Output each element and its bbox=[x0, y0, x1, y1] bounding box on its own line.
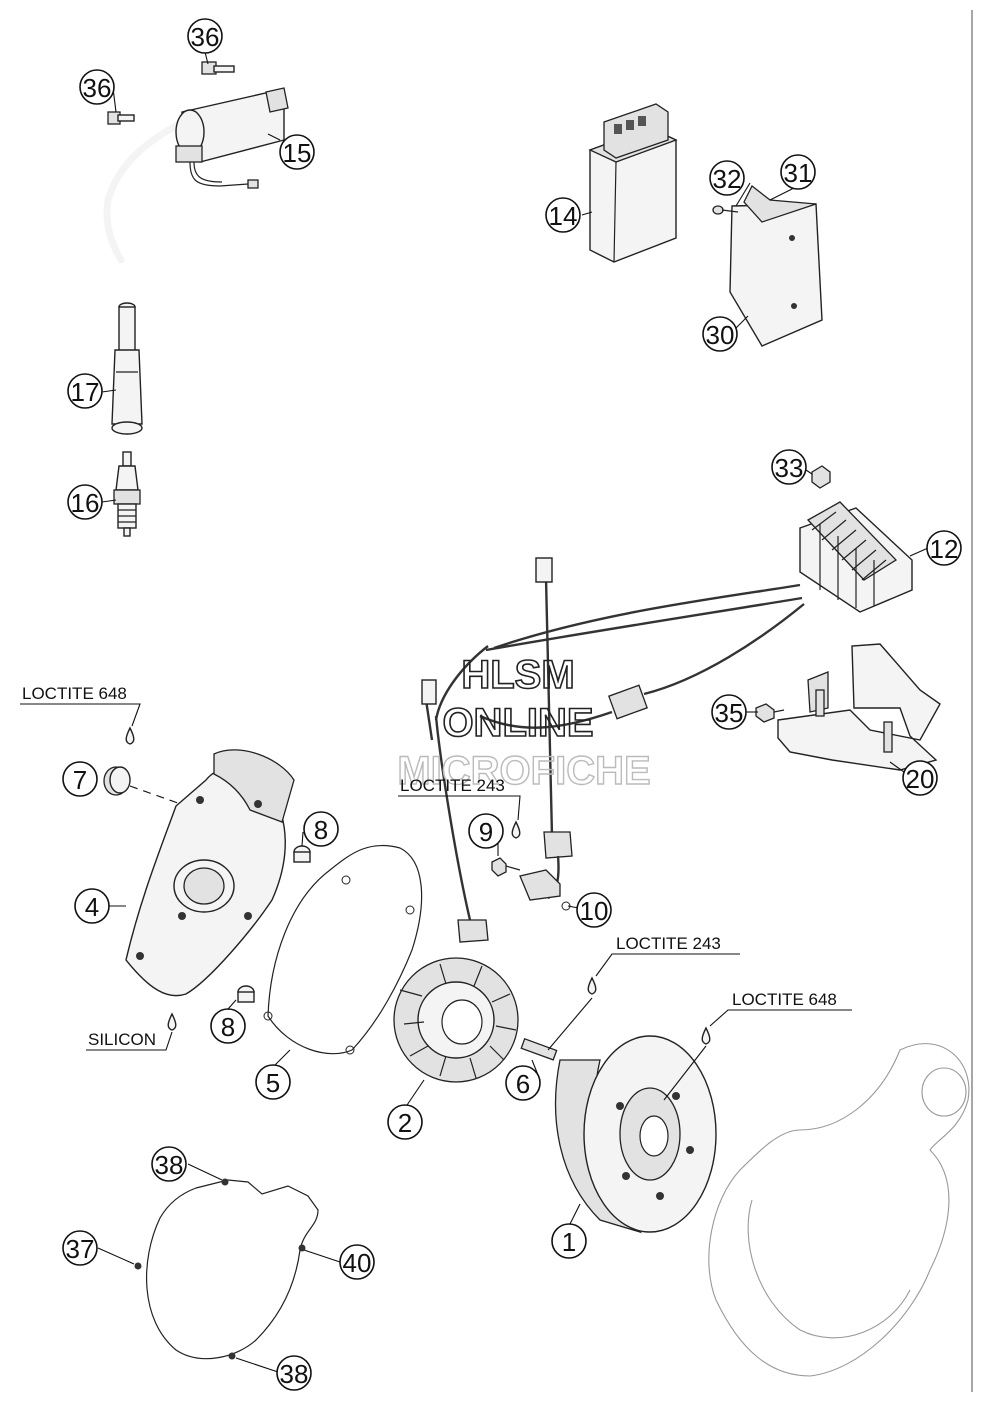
callout-5-text: 5 bbox=[266, 1068, 280, 1098]
callout-33-text: 33 bbox=[775, 453, 804, 483]
callout-9: 9 bbox=[468, 813, 504, 849]
flywheel-rotor bbox=[554, 1035, 717, 1234]
callout-35-text: 35 bbox=[715, 698, 744, 728]
ignition-cover bbox=[125, 749, 295, 997]
callout-36-upper: 36 bbox=[187, 18, 223, 54]
callout-15: 15 bbox=[279, 134, 315, 170]
callout-12-text: 12 bbox=[930, 534, 959, 564]
callout-17: 17 bbox=[67, 373, 103, 409]
dowel-pin-lower bbox=[237, 985, 255, 1003]
regulator-nut bbox=[811, 465, 831, 489]
loctite-drop-icon bbox=[511, 820, 521, 839]
callout-31: 31 bbox=[780, 154, 816, 190]
callout-8-upper-text: 8 bbox=[314, 815, 328, 845]
note-silicon: SILICON bbox=[88, 1030, 156, 1049]
watermark-line-3: MICROFICHE bbox=[397, 749, 650, 793]
crankcase-gasket bbox=[134, 1178, 319, 1360]
spark-plug bbox=[113, 451, 141, 537]
callout-2-text: 2 bbox=[398, 1108, 412, 1138]
callout-2: 2 bbox=[387, 1104, 423, 1140]
spark-plug-cap bbox=[111, 302, 143, 435]
callout-20-text: 20 bbox=[906, 764, 935, 794]
callout-40: 40 bbox=[339, 1244, 375, 1280]
note-loctite-243-right: LOCTITE 243 bbox=[616, 934, 721, 953]
callout-5: 5 bbox=[255, 1064, 291, 1100]
cdi-unit bbox=[588, 103, 678, 263]
callout-7: 7 bbox=[62, 761, 98, 797]
silicon-drop-icon bbox=[167, 1012, 177, 1031]
callout-40-text: 40 bbox=[343, 1248, 372, 1278]
callout-15-text: 15 bbox=[283, 138, 312, 168]
cdi-bracket bbox=[729, 185, 823, 347]
loctite-drop-icon bbox=[587, 976, 597, 995]
stator bbox=[393, 957, 519, 1083]
callout-4-text: 4 bbox=[85, 892, 99, 922]
flywheel-bolt bbox=[520, 1037, 558, 1061]
callout-38-upper-text: 38 bbox=[155, 1150, 184, 1180]
pickup-screw bbox=[491, 857, 521, 877]
callout-6: 6 bbox=[505, 1065, 541, 1101]
callout-16-text: 16 bbox=[71, 488, 100, 518]
callout-32: 32 bbox=[709, 160, 745, 196]
wiring-harness bbox=[421, 557, 805, 943]
callout-14: 14 bbox=[545, 197, 581, 233]
callout-36-left-text: 36 bbox=[83, 73, 112, 103]
callout-37-text: 37 bbox=[66, 1234, 95, 1264]
callout-20: 20 bbox=[902, 760, 938, 796]
coil-bolt-upper bbox=[201, 61, 235, 75]
oil-plug-cap bbox=[103, 766, 221, 819]
watermark: HLSM ONLINE MICROFICHE bbox=[397, 652, 652, 794]
callout-30: 30 bbox=[702, 316, 738, 352]
callout-17-text: 17 bbox=[71, 377, 100, 407]
callout-35: 35 bbox=[711, 694, 747, 730]
loctite-drop-icon bbox=[125, 726, 135, 745]
callout-37: 37 bbox=[62, 1230, 98, 1266]
crankcase-outline bbox=[708, 1043, 970, 1377]
callout-36-upper-text: 36 bbox=[191, 22, 220, 52]
callout-10: 10 bbox=[576, 892, 612, 928]
callout-16: 16 bbox=[67, 484, 103, 520]
cdi-bracket-screw bbox=[712, 205, 739, 215]
callout-7-text: 7 bbox=[73, 765, 87, 795]
cover-gasket bbox=[263, 844, 423, 1055]
note-loctite-648-right: LOCTITE 648 bbox=[732, 990, 837, 1009]
callout-6-text: 6 bbox=[516, 1069, 530, 1099]
callout-14-text: 14 bbox=[549, 201, 578, 231]
callout-8-lower-text: 8 bbox=[221, 1012, 235, 1042]
callout-12: 12 bbox=[926, 530, 962, 566]
callout-8-lower: 8 bbox=[210, 1008, 246, 1044]
callout-38-lower-text: 38 bbox=[280, 1359, 309, 1389]
watermark-line-1: HLSM bbox=[461, 653, 574, 697]
callout-10-text: 10 bbox=[580, 896, 609, 926]
callout-31-text: 31 bbox=[784, 158, 813, 188]
pickup-coil bbox=[519, 869, 571, 911]
voltage-regulator bbox=[799, 501, 913, 613]
bracket-bolt bbox=[755, 703, 785, 723]
callout-9-text: 9 bbox=[479, 817, 493, 847]
callout-38-upper: 38 bbox=[151, 1146, 187, 1182]
callout-1-text: 1 bbox=[562, 1227, 576, 1257]
ignition-coil bbox=[103, 87, 289, 264]
callout-1: 1 bbox=[551, 1223, 587, 1259]
stator-bracket bbox=[777, 643, 941, 771]
callout-4: 4 bbox=[74, 888, 110, 924]
callout-36-left: 36 bbox=[79, 69, 115, 105]
note-loctite-648-top: LOCTITE 648 bbox=[22, 684, 127, 703]
callout-38-lower: 38 bbox=[276, 1355, 312, 1391]
callout-30-text: 30 bbox=[706, 320, 735, 350]
loctite-drop-icon bbox=[701, 1026, 711, 1045]
note-loctite-243-mid: LOCTITE 243 bbox=[400, 776, 505, 795]
dowel-pin-upper bbox=[293, 845, 311, 863]
callout-32-text: 32 bbox=[713, 164, 742, 194]
coil-bolt-left bbox=[107, 111, 135, 125]
watermark-line-2: ONLINE bbox=[442, 701, 593, 745]
callout-8-upper: 8 bbox=[303, 811, 339, 847]
callout-33: 33 bbox=[771, 449, 807, 485]
